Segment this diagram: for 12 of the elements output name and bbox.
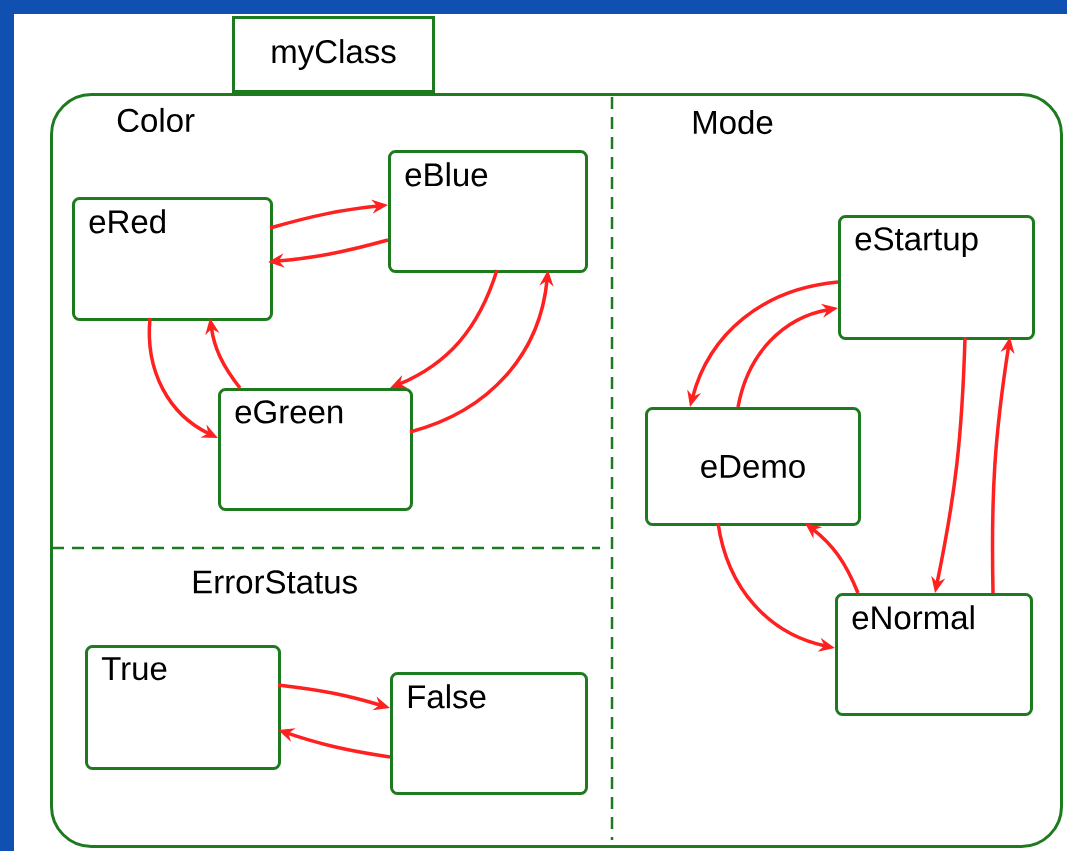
state-box: eNormal (835, 593, 1033, 716)
region-title: Mode (693, 109, 773, 135)
state-box: eDemo (645, 407, 861, 526)
state-box: eGreen (218, 388, 413, 511)
state-box: eRed (72, 197, 273, 321)
region-title: Color (117, 107, 195, 133)
state-box: True (85, 645, 281, 770)
state-box: eStartup (838, 215, 1035, 340)
state-box: eBlue (388, 150, 588, 273)
state-box: False (390, 672, 588, 795)
node-label: myClass (272, 39, 396, 70)
region-title: ErrorStatus (193, 570, 357, 594)
